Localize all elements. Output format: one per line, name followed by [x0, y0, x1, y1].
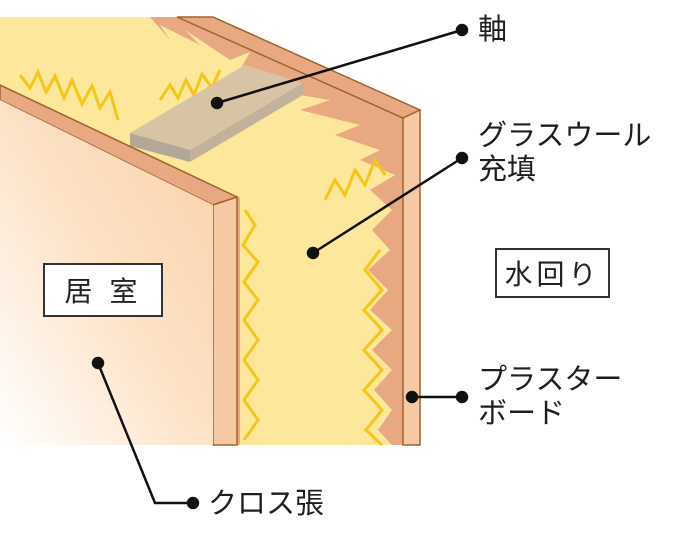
cloth-label: クロス張 [208, 486, 325, 520]
living-room-label: 居 室 [43, 263, 163, 317]
stud-end [190, 83, 303, 162]
stud-label: 軸 [478, 12, 508, 46]
wet-area-label: 水回り [495, 248, 610, 298]
glass-wool-label-line1: グラスウール [478, 118, 652, 152]
leader-lines [91, 23, 469, 510]
front-board-edge [212, 195, 238, 446]
plasterboard-label-line2: ボード [478, 396, 566, 430]
glass-wool-label-line2: 充填 [478, 152, 537, 186]
stud-side [130, 133, 190, 162]
plasterboard-label-line1: プラスター [478, 362, 623, 396]
fiber-strands [18, 68, 387, 447]
glass-wool-insulation [0, 17, 395, 445]
